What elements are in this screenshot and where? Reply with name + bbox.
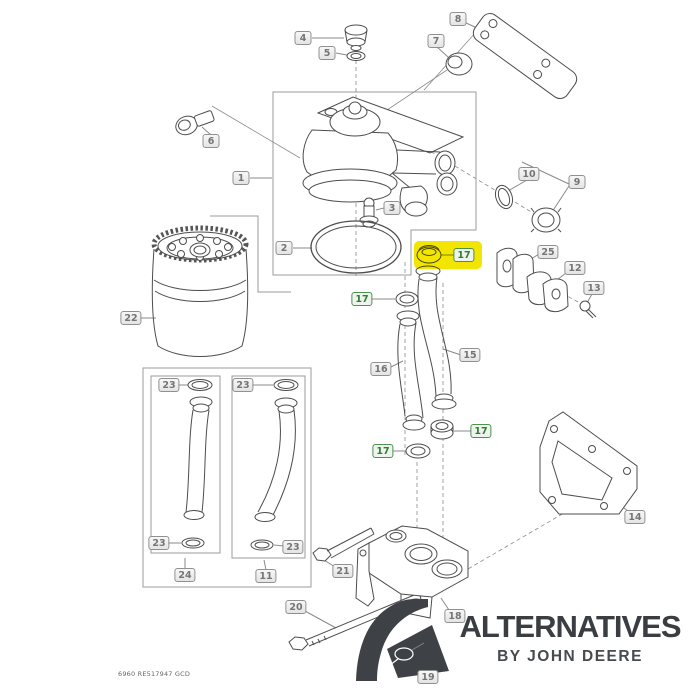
- callout-14-badge[interactable]: 14: [624, 510, 646, 524]
- part-13-screw: [579, 300, 597, 319]
- callout-11-badge[interactable]: 11: [255, 569, 277, 583]
- callout-20-badge[interactable]: 20: [285, 600, 307, 614]
- callout-2-badge[interactable]: 2: [275, 241, 293, 255]
- callout-17-badge[interactable]: 17: [372, 444, 394, 458]
- brand-a-mark: [356, 599, 449, 681]
- callout-23-badge[interactable]: 23: [148, 536, 170, 550]
- part-17-seal-ring-a: [395, 291, 419, 307]
- drawing-reference-code: 6960 RE517947 GCD: [118, 670, 191, 678]
- part-6-bolt: [175, 110, 215, 136]
- callout-1-badge[interactable]: 1: [232, 171, 250, 185]
- callout-18-badge[interactable]: 18: [444, 609, 466, 623]
- section-boxes: [142, 91, 477, 588]
- part-2-gasket: [310, 220, 402, 274]
- part-10-oval-seal: [494, 184, 514, 210]
- callout-17-badge[interactable]: 17: [351, 292, 373, 306]
- part-21-bolt: [312, 527, 375, 562]
- part-24-tube-assembly: [181, 379, 213, 549]
- part-4-cap: [344, 24, 368, 51]
- callout-25-badge[interactable]: 25: [537, 245, 559, 259]
- callout-23-badge[interactable]: 23: [158, 378, 180, 392]
- callout-12-badge[interactable]: 12: [564, 261, 586, 275]
- part-22-filter-canister: [151, 225, 249, 357]
- callout-21-badge[interactable]: 21: [332, 564, 354, 578]
- callout-6-badge[interactable]: 6: [202, 134, 220, 148]
- callout-5-badge[interactable]: 5: [318, 46, 336, 60]
- part-9-grommet: [530, 207, 562, 233]
- callout-10-badge[interactable]: 10: [518, 167, 540, 181]
- callout-13-badge[interactable]: 13: [583, 281, 605, 295]
- part-12-clip: [526, 271, 569, 313]
- callout-9-badge[interactable]: 9: [568, 175, 586, 189]
- leader-lines: [140, 21, 629, 673]
- brand-name-text: ALTERNATIVES: [459, 609, 681, 644]
- callout-15-badge[interactable]: 15: [459, 348, 481, 362]
- part-11-tube-assembly: [250, 379, 299, 551]
- callout-3-badge[interactable]: 3: [383, 201, 401, 215]
- part-7-bushing: [445, 52, 473, 76]
- callout-24-badge[interactable]: 24: [174, 568, 196, 582]
- part-8-bracket-plate: [472, 13, 578, 100]
- part-14-mounting-bracket: [539, 411, 638, 515]
- callout-4-badge[interactable]: 4: [294, 31, 312, 45]
- part-15-tube: [415, 265, 457, 410]
- part-1-filter-head: [302, 96, 465, 217]
- brand-logo: ALTERNATIVES BY JOHN DEERE: [452, 610, 688, 666]
- callout-19-badge[interactable]: 19: [417, 670, 439, 684]
- callout-23-badge[interactable]: 23: [232, 378, 254, 392]
- part-17-seal-c: [405, 443, 431, 459]
- part-16-tube: [396, 310, 426, 431]
- callout-17-badge[interactable]: 17: [453, 248, 475, 262]
- callout-16-badge[interactable]: 16: [370, 362, 392, 376]
- part-19-fitting: [378, 642, 425, 676]
- callout-17-badge[interactable]: 17: [470, 424, 492, 438]
- callout-22-badge[interactable]: 22: [120, 311, 142, 325]
- callout-23-badge[interactable]: 23: [282, 540, 304, 554]
- part-17-ring-b: [430, 419, 454, 440]
- callout-8-badge[interactable]: 8: [449, 12, 467, 26]
- part-5-ring-nut: [346, 51, 366, 61]
- brand-tagline-text: BY JOHN DEERE: [497, 648, 643, 665]
- callout-7-badge[interactable]: 7: [427, 34, 445, 48]
